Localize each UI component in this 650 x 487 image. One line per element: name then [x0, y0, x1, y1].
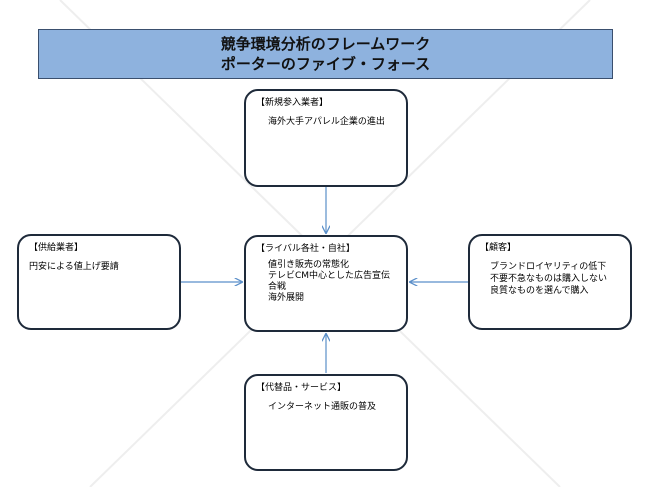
substitutes-box: 【代替品・サービス】 インターネット通販の普及	[244, 374, 408, 471]
new-entrants-heading: 【新規参入業者】	[256, 98, 329, 108]
title-line-1: 競争環境分析のフレームワーク	[220, 35, 431, 53]
rivals-item: 海外展開	[268, 293, 305, 303]
new-entrants-box: 【新規参入業者】 海外大手アパレル企業の進出	[244, 89, 408, 187]
suppliers-heading: 【供給業者】	[29, 243, 84, 253]
customers-box: 【顧客】 ブランドロイヤリティの低下 不要不急なものは購入しない 良質なものを選…	[468, 234, 632, 330]
customers-item: 良質なものを選んで購入	[490, 286, 589, 296]
substitutes-item: インターネット通販の普及	[268, 402, 377, 412]
title-banner: 競争環境分析のフレームワーク ポーターのファイブ・フォース	[38, 29, 613, 79]
rivals-item: テレビCM中心とした広告宣伝合戦	[268, 271, 391, 292]
new-entrants-item: 海外大手アパレル企業の進出	[268, 117, 385, 127]
rivals-heading: 【ライバル各社・自社】	[256, 244, 355, 254]
customers-item: 不要不急なものは購入しない	[490, 274, 608, 284]
customers-heading: 【顧客】	[480, 243, 517, 253]
rivals-box: 【ライバル各社・自社】 値引き販売の常態化 テレビCM中心とした広告宣伝合戦 海…	[244, 235, 408, 332]
rivals-item: 値引き販売の常態化	[268, 260, 350, 270]
title-line-2: ポーターのファイブ・フォース	[220, 55, 431, 73]
suppliers-item: 円安による値上げ要請	[29, 262, 119, 272]
substitutes-heading: 【代替品・サービス】	[256, 383, 347, 393]
customers-item: ブランドロイヤリティの低下	[490, 262, 607, 272]
suppliers-box: 【供給業者】 円安による値上げ要請	[17, 234, 181, 330]
